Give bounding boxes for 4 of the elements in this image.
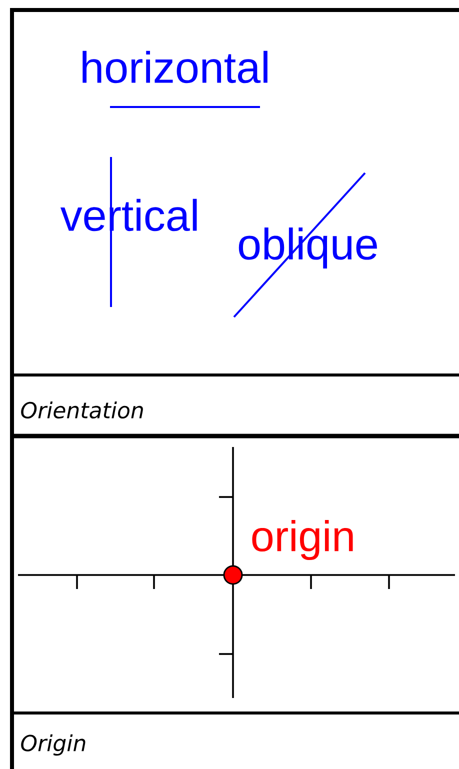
caption: Orientation <box>21 402 143 419</box>
word-label: horizontal <box>82 50 268 84</box>
point-label: origin <box>252 520 353 560</box>
caption: Origin <box>21 734 86 756</box>
